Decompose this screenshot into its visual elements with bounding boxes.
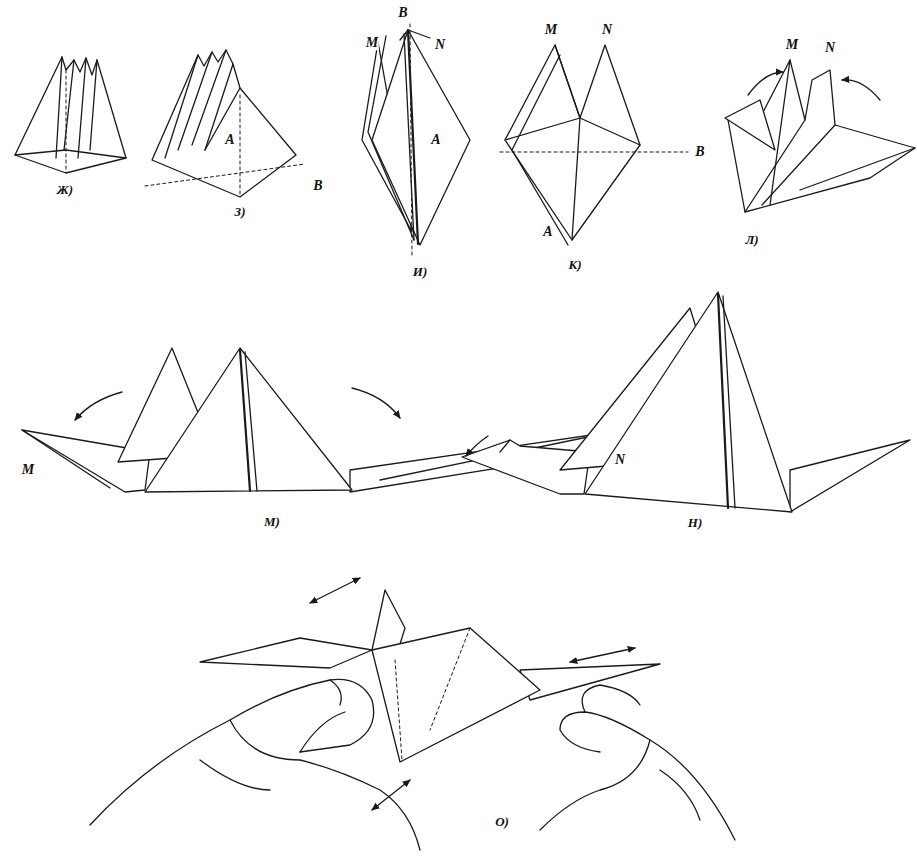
fold-step-zh-line (66, 70, 67, 173)
fold-step-z-line (192, 50, 226, 145)
step-caption: Л) (744, 233, 759, 247)
fold-step-o-line (582, 685, 640, 712)
step-caption: К) (567, 258, 582, 272)
fold-step-o-line (395, 660, 402, 760)
fold-step-o-line (300, 712, 345, 752)
fold-step-o-line (200, 638, 372, 668)
fold-step-k-line (505, 45, 640, 240)
fold-step-z-line (145, 164, 305, 186)
fold-step-i-line (372, 30, 470, 245)
fold-step-o-line (90, 679, 374, 825)
point-letter: M (21, 462, 35, 477)
point-letter: A (542, 224, 553, 239)
fold-step-k-line (500, 152, 688, 153)
fold-step-o-line (230, 720, 420, 850)
fold-step-m-line (22, 430, 110, 488)
fold-step-zh-line (90, 60, 97, 150)
fold-step-l-line (842, 80, 880, 100)
fold-step-l-line (748, 72, 783, 95)
step-caption: Н) (687, 516, 703, 530)
point-letter: A (224, 132, 235, 147)
fold-step-k-line (505, 118, 640, 145)
fold-step-k (500, 45, 688, 245)
step-caption: Ж) (56, 183, 74, 197)
fold-step-z (145, 50, 305, 197)
fold-step-z-line (240, 95, 241, 197)
point-letter: N (434, 37, 446, 52)
fold-step-z-line (205, 88, 240, 150)
fold-step-i (362, 24, 470, 256)
fold-step-zh-line (15, 150, 126, 158)
fold-step-n-line (723, 296, 735, 508)
fold-step-n-line (500, 440, 510, 452)
fold-step-m-line (145, 348, 352, 492)
fold-step-m-line (75, 392, 122, 420)
fold-step-l (725, 60, 915, 212)
fold-step-l-line (762, 125, 835, 205)
point-letter: B (397, 5, 408, 20)
point-letter: B (312, 178, 323, 193)
fold-step-o-line (540, 740, 650, 830)
fold-step-m-line (352, 388, 400, 418)
fold-step-o-line (520, 664, 660, 700)
fold-step-zh-line (15, 57, 126, 173)
fold-step-o-line (200, 760, 270, 790)
fold-step-n-line (585, 292, 792, 512)
point-letter: M (544, 22, 558, 37)
fold-step-m-line (245, 352, 257, 491)
fold-step-o-line (660, 770, 700, 820)
fold-step-o (90, 578, 735, 850)
point-letter: N (824, 40, 836, 55)
fold-step-zh-line (78, 58, 86, 158)
point-letter: M (365, 35, 379, 50)
fold-step-l-line (800, 148, 915, 190)
fold-step-o-line (372, 628, 540, 762)
point-letter: B (694, 144, 705, 159)
fold-step-n-line (790, 440, 910, 512)
fold-step-o-line (310, 578, 360, 603)
fold-step-m-line (240, 350, 250, 491)
step-caption: И) (412, 265, 428, 279)
point-letter: N (601, 22, 613, 37)
fold-step-zh (15, 57, 126, 173)
fold-step-zh-line (56, 57, 62, 158)
step-caption: О) (494, 815, 510, 829)
fold-step-k-line (555, 45, 580, 118)
fold-step-o-line (372, 780, 410, 810)
point-letter: A (430, 132, 441, 147)
fold-step-n (462, 292, 910, 512)
fold-step-n-line (466, 436, 488, 456)
fold-step-o-line (330, 680, 341, 705)
fold-step-k-line (512, 55, 568, 245)
fold-step-o-line (570, 648, 635, 662)
fold-step-i-line (404, 34, 414, 240)
fold-step-i-line (410, 24, 412, 256)
point-letter: M (785, 37, 799, 52)
point-letter: N (614, 452, 626, 467)
step-caption: М) (263, 515, 281, 529)
fold-step-o-line (430, 628, 470, 730)
fold-step-l-line (770, 60, 790, 205)
fold-step-l-line (725, 100, 775, 150)
fold-step-k-line (572, 118, 580, 240)
step-caption: З) (234, 205, 247, 219)
fold-step-l-line (745, 120, 805, 212)
fold-step-n-line (718, 294, 728, 508)
fold-step-o-line (560, 712, 735, 840)
